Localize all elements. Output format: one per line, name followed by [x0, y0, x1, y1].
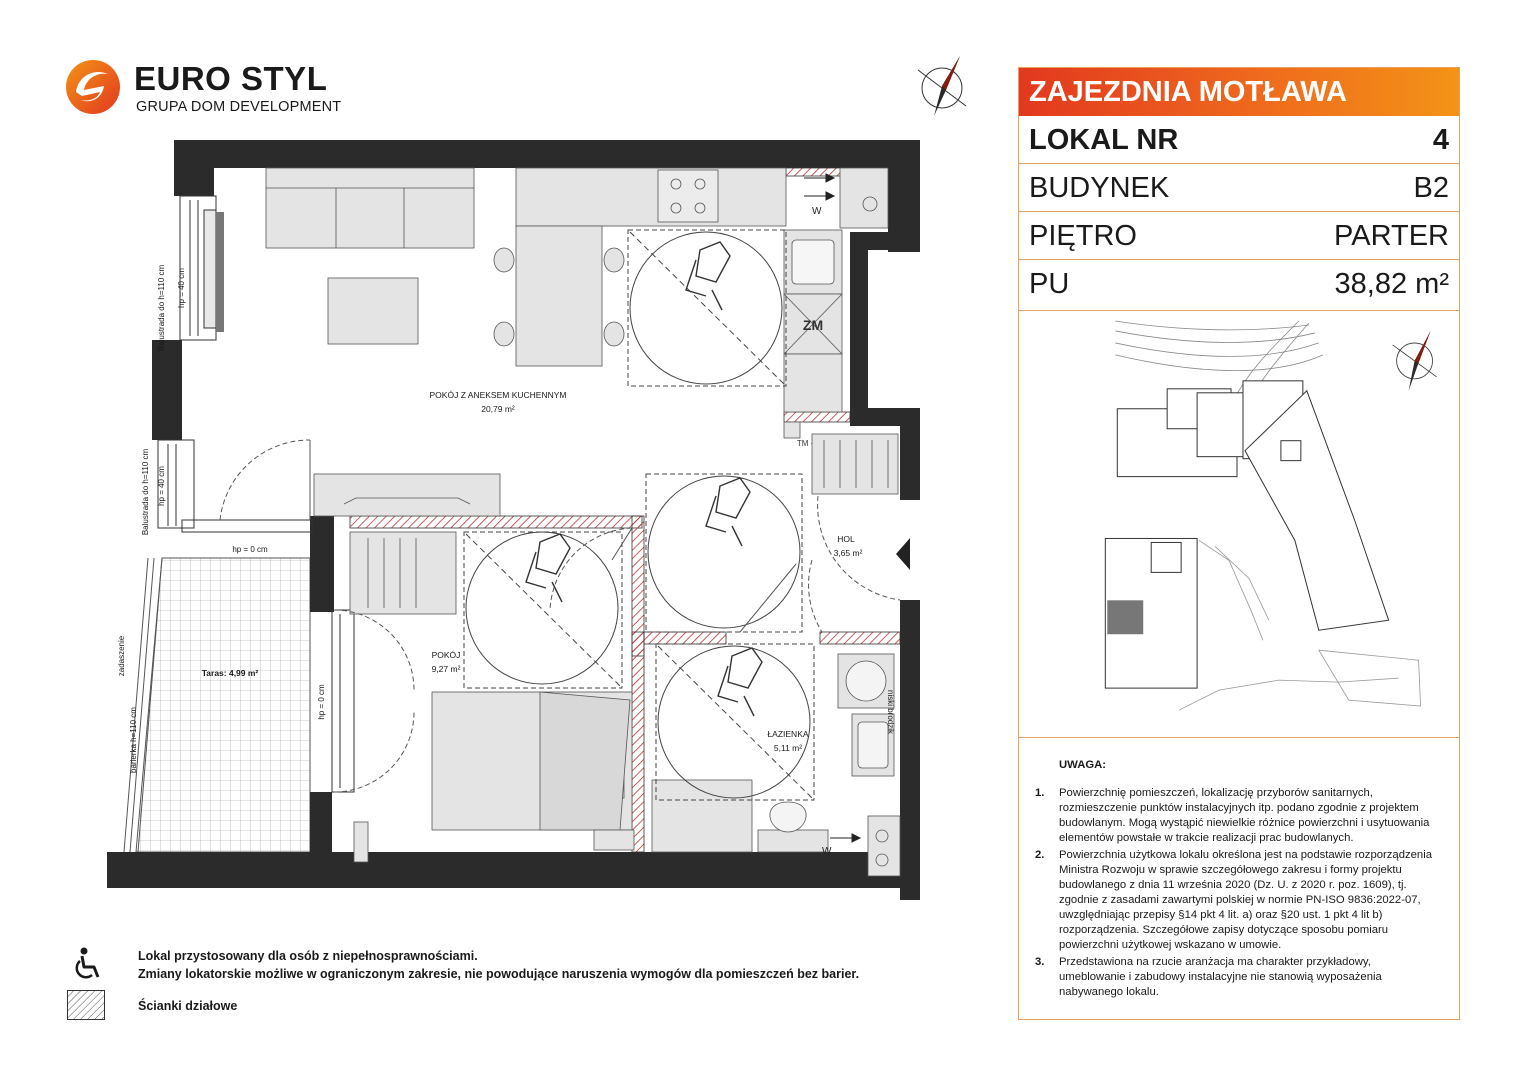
railing-label: barierka h=110 cm: [129, 707, 138, 773]
doors: [219, 439, 901, 793]
row-unit-number: LOKAL NR 4: [1019, 116, 1459, 164]
project-title: ZAJEZDNIA MOTŁAWA: [1019, 68, 1459, 116]
curtain: [216, 212, 224, 332]
accessible-note-line1: Lokal przystosowany dla osób z niepełnos…: [138, 949, 478, 963]
hp0-label-terrace: hp = 0 cm: [232, 545, 268, 554]
note-number: 1.: [1035, 787, 1045, 799]
balustrade-label-top: Balustrada do h=110 cm: [157, 264, 166, 351]
area-label: PU: [1029, 268, 1070, 300]
brand-subtitle: GRUPA DOM DEVELOPMENT: [136, 99, 342, 115]
building-label: BUDYNEK: [1029, 172, 1170, 204]
brand-logo: EURO STYL GRUPA DOM DEVELOPMENT: [64, 58, 341, 118]
accessible-note-line2: Zmiany lokatorskie możliwe w ograniczony…: [138, 967, 860, 981]
hall-closet: [313, 433, 899, 517]
notes-section: UWAGA: 1. Powierzchnię pomieszczeń, loka…: [1019, 738, 1459, 1020]
notes-title: UWAGA:: [1059, 759, 1107, 771]
hp40-label-bottom: hp = 40 cm: [157, 466, 166, 506]
canopy-label: zadaszenie: [117, 635, 126, 676]
euro-styl-logo-icon: [66, 60, 120, 114]
area-value: 38,82 m²: [1334, 268, 1449, 300]
terrace-label: Taras: 4,99 m²: [202, 668, 259, 678]
balustrade-label-bottom: Balustrada do h=110 cm: [141, 448, 150, 535]
note-item: 1. Powierzchnię pomieszczeń, lokalizację…: [1035, 786, 1437, 846]
note-item: 2. Powierzchnia użytkowa lokalu określon…: [1035, 848, 1437, 953]
installation-arrows: [804, 173, 862, 843]
brand-name: EURO STYL: [134, 60, 328, 97]
terrace: [123, 557, 311, 853]
room-name-bedroom: POKÓJ: [432, 650, 461, 660]
unit-number-label: LOKAL NR: [1029, 124, 1179, 156]
hp0-label-bedroom: hp = 0 cm: [317, 684, 326, 720]
unit-number-value: 4: [1432, 124, 1449, 156]
bedroom-furniture: [349, 531, 635, 863]
bathroom-furniture: [651, 167, 901, 877]
room-name-living: POKÓJ Z ANEKSEM KUCHENNYM: [430, 390, 567, 400]
room-area-bathroom: 5,11 m²: [774, 743, 802, 753]
water-label-kitchen: W: [812, 206, 822, 217]
highlighted-unit: [1107, 600, 1144, 635]
north-arrow-icon: [917, 56, 967, 116]
plan-annotations: hp = 40 cm Balustrada do h=110 cm hp = 4…: [117, 264, 895, 772]
hatch-swatch-icon: [67, 990, 105, 1020]
room-area-living: 20,79 m²: [481, 404, 515, 414]
note-number: 3.: [1035, 956, 1045, 968]
note-text: Przedstawiona na rzucie aranżacja ma cha…: [1059, 956, 1382, 998]
wheelchair-icons: [525, 241, 763, 717]
legend: Lokal przystosowany dla osób z niepełnos…: [64, 945, 964, 1025]
floor-plan: ZM TM + TT: [107, 140, 920, 900]
water-label-bathroom: W: [822, 846, 832, 857]
building-value: B2: [1413, 172, 1449, 204]
hp40-label-top: hp = 40 cm: [177, 268, 186, 308]
row-area: PU 38,82 m²: [1019, 260, 1459, 311]
room-area-bedroom: 9,27 m²: [432, 664, 461, 674]
partition-legend-label: Ścianki działowe: [138, 999, 238, 1013]
site-map: [1019, 320, 1459, 738]
partition-walls: [349, 167, 901, 853]
zm-label: ZM: [803, 317, 823, 333]
room-name-bathroom: ŁAZIENKA: [767, 729, 808, 739]
room-area-hall: 3,65 m²: [834, 548, 863, 558]
exterior-walls: [107, 140, 920, 900]
floor-value: PARTER: [1334, 220, 1449, 252]
entrance-arrow-icon: [896, 538, 910, 570]
wheelchair-circles: [463, 229, 815, 801]
floor-label: PIĘTRO: [1029, 220, 1137, 252]
room-name-hall: HOL: [837, 534, 855, 544]
note-text: Powierzchnia użytkowa lokalu określona j…: [1059, 849, 1433, 951]
row-building: BUDYNEK B2: [1019, 164, 1459, 212]
row-floor: PIĘTRO PARTER: [1019, 212, 1459, 260]
note-number: 2.: [1035, 849, 1045, 861]
room-labels: POKÓJ Z ANEKSEM KUCHENNYM 20,79 m² HOL 3…: [202, 390, 863, 753]
kitchen-furniture: [265, 167, 843, 439]
note-item: 3. Przedstawiona na rzucie aranżacja ma …: [1035, 955, 1437, 1000]
wheelchair-icon: [75, 947, 100, 979]
info-panel: ZAJEZDNIA MOTŁAWA LOKAL NR 4 BUDYNEK B2 …: [1018, 67, 1460, 1020]
low-tray-label: niski brodzik: [886, 690, 895, 735]
note-text: Powierzchnię pomieszczeń, lokalizację pr…: [1059, 787, 1430, 844]
site-north-arrow-icon: [1392, 330, 1437, 391]
